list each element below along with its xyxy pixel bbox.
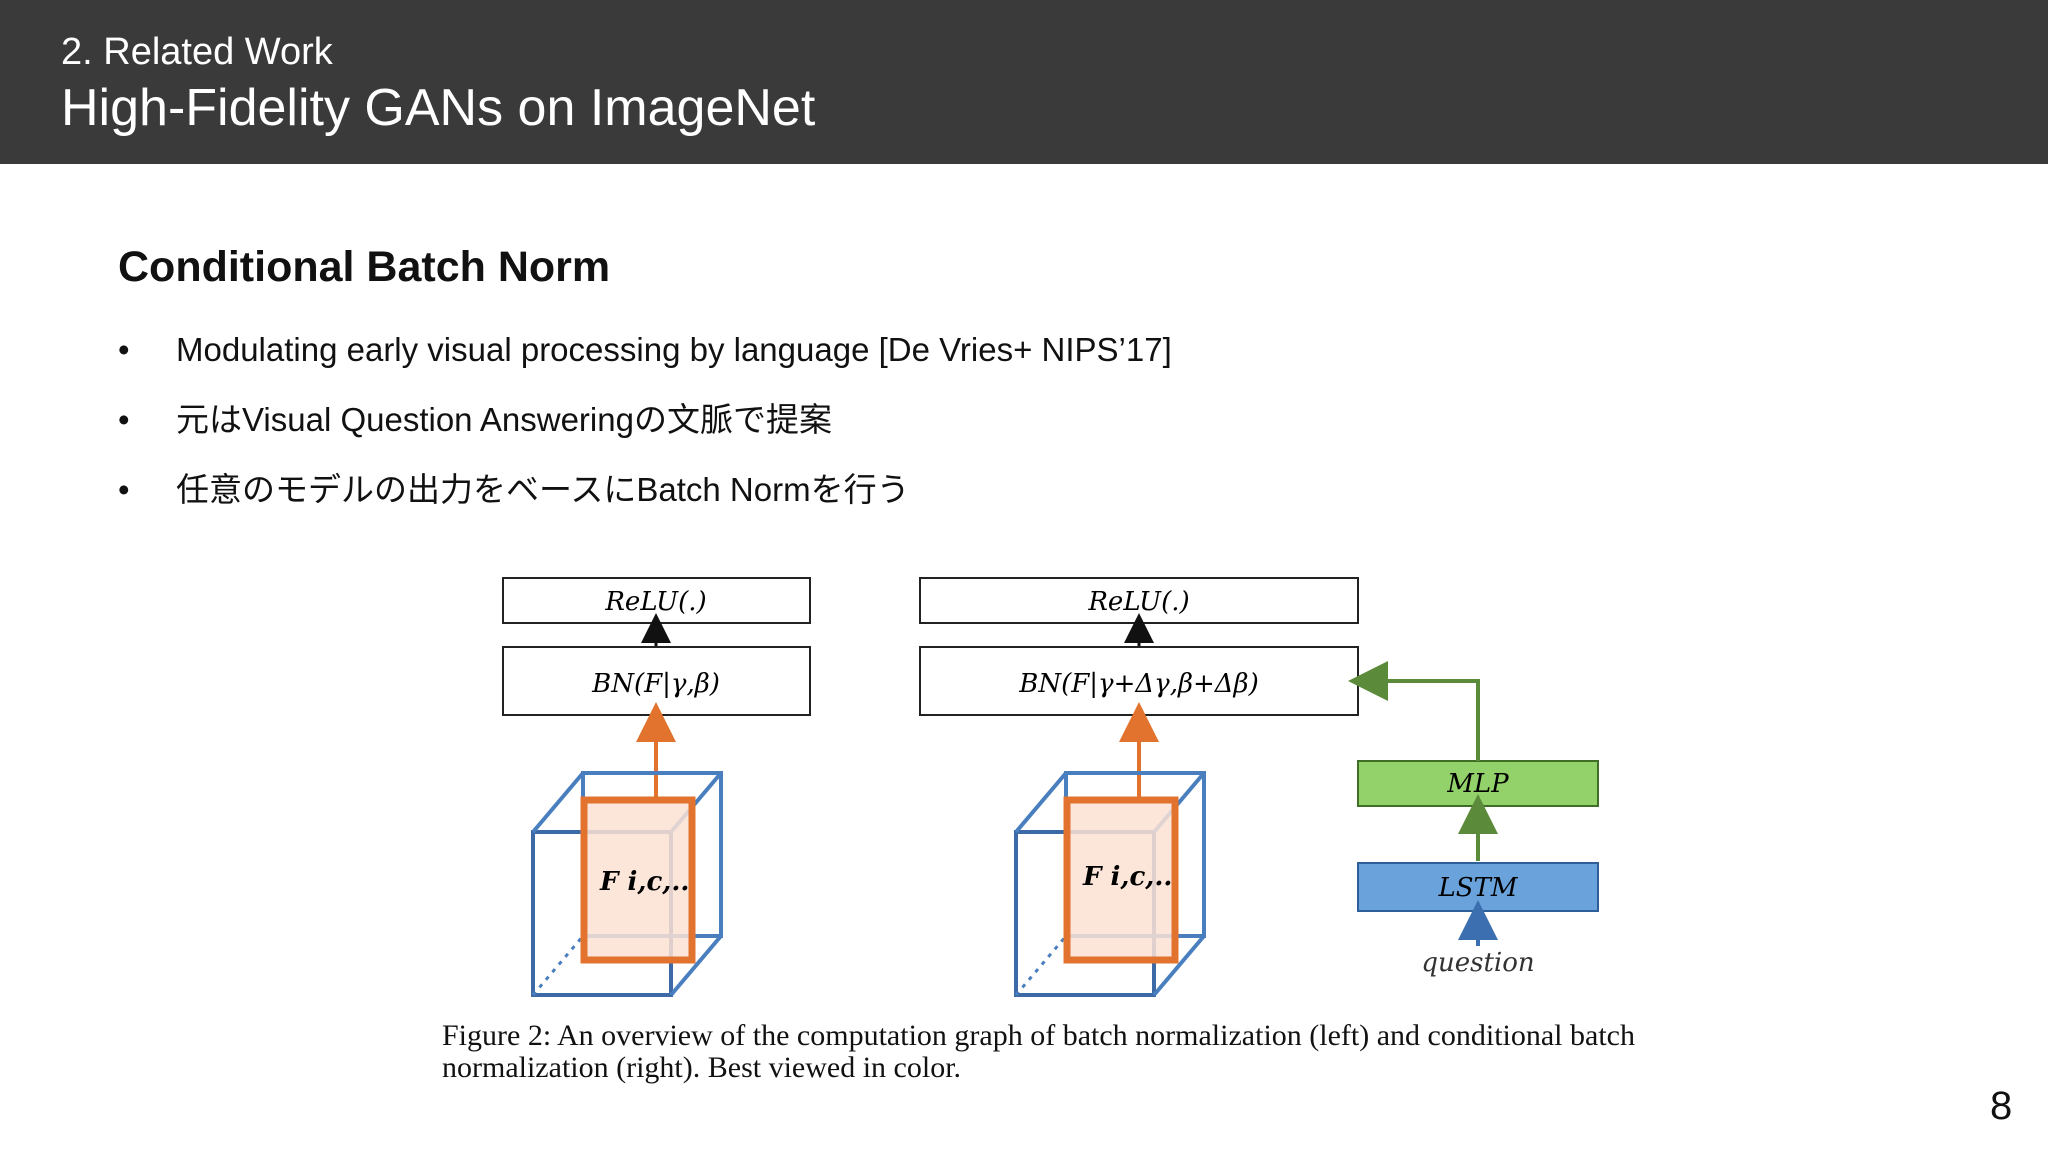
computation-graph-diagram: ReLU(.) BN(F|γ,β) F i,c,.. ReLU(.) BN(F|… [502,577,1599,997]
bullet-text: 任意のモデルの出力をベースにBatch Normを行う [176,471,910,508]
mlp-to-bn-arrow [1348,661,1480,761]
left-feature-label: F i,c,.. [599,867,689,897]
bullet-dot: • [118,331,130,368]
bullet-dot: • [118,471,130,508]
section-label: 2. Related Work [61,31,333,73]
left-relu-label: ReLU(.) [604,587,706,617]
lstm-label: LSTM [1437,873,1518,903]
right-bn-label: BN(F|γ+Δγ,β+Δβ) [1018,669,1258,699]
right-feature-label: F i,c,.. [1082,862,1172,892]
slide-title: High-Fidelity GANs on ImageNet [61,79,816,137]
left-bn-graph: ReLU(.) BN(F|γ,β) F i,c,.. [502,577,811,997]
figure-caption: Figure 2: An overview of the computation… [442,1019,1635,1084]
slide-header: 2. Related Work High-Fidelity GANs on Im… [0,0,2048,164]
bullet-text: 元はVisual Question Answeringの文脈で提案 [176,401,832,438]
mlp-label: MLP [1446,769,1509,799]
right-cbn-graph: ReLU(.) BN(F|γ+Δγ,β+Δβ) F i,c,.. MLP LST… [919,577,1599,997]
left-feature-slice [580,796,696,964]
bullet-dot: • [118,401,130,438]
left-bn-label: BN(F|γ,β) [591,669,720,699]
right-relu-box [919,577,1359,624]
bullet-text: Modulating early visual processing by la… [176,331,1172,368]
slide-heading: Conditional Batch Norm [118,243,611,291]
question-label: question [1421,948,1534,978]
cbn-figure: ReLU(.) BN(F|γ,β) F i,c,.. ReLU(.) BN(F|… [430,560,1710,1005]
right-relu-label: ReLU(.) [1087,587,1189,617]
page-number: 8 [1990,1084,2013,1128]
right-feature-slice [1063,796,1179,964]
